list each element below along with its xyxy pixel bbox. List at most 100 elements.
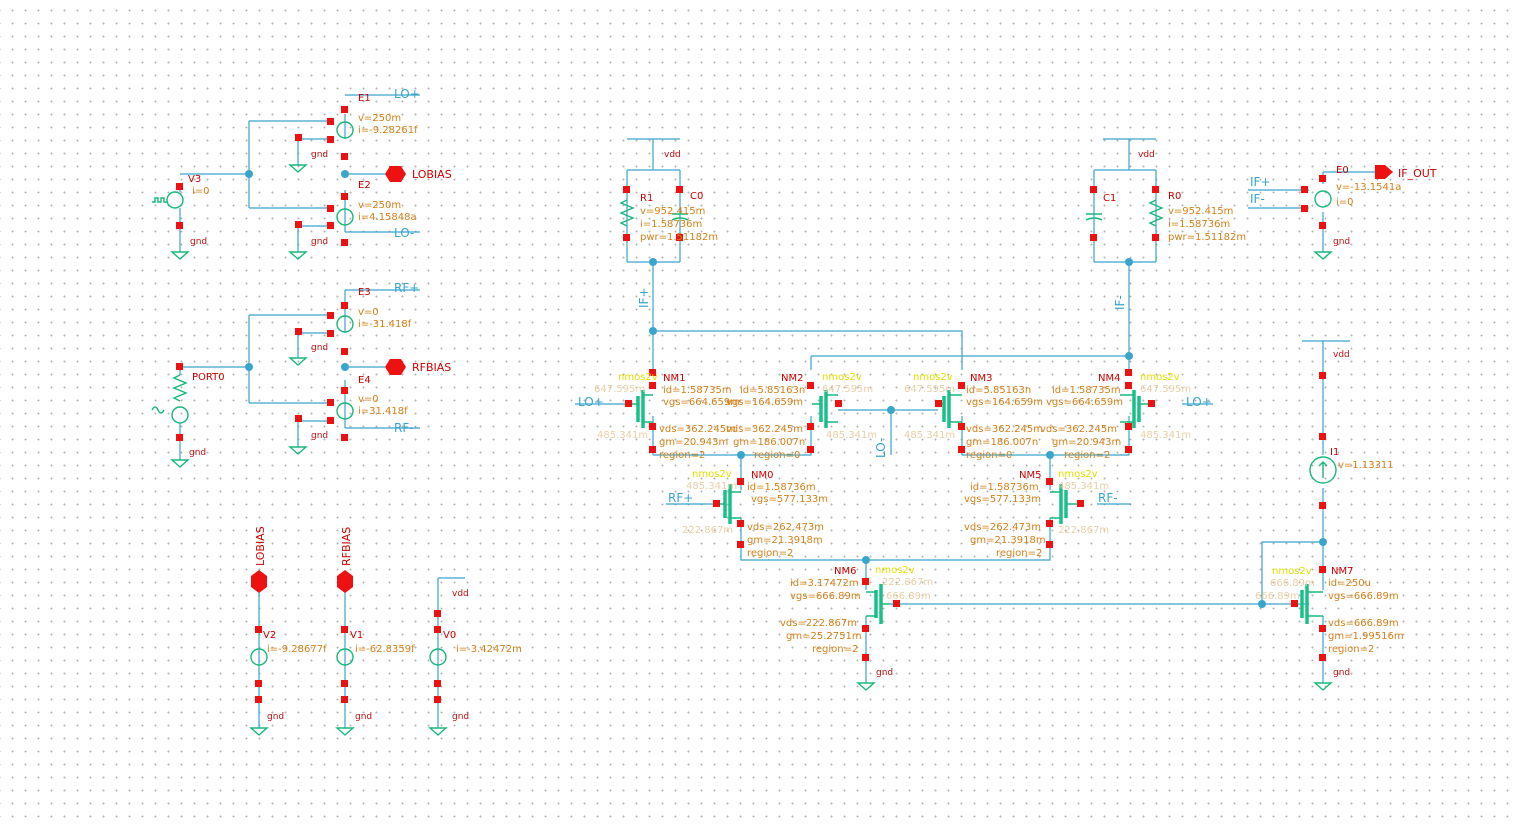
nm4-vgs: vgs=664.659m [1046,397,1123,408]
nm1-vgs: vgs=664.659m [663,397,740,408]
nm4-gate-lo-plus: LO+ [1186,395,1212,409]
nm5-vds: vds=262.473m [964,522,1041,533]
nm3-faded-a: 647.595m [904,384,955,395]
v1-i: i=-62.8359f [355,644,415,655]
rfbias-vlabel: RFBIAS [340,527,353,566]
nm6-id: id=3.17472m [790,578,859,589]
net-if-minus-vlabel: IF- [1113,295,1127,310]
net-if-minus-out: IF- [1250,192,1265,206]
r0-pwr: pwr=1.51182m [1168,232,1246,243]
nm7-vgs: vgs=666.89m [1328,591,1399,602]
nm4-region: region=2 [1064,450,1110,461]
nm3-model: nmos2v [913,372,953,383]
net-rf-minus-label: RF- [394,421,414,435]
nm3-vds: vds=362.245m [966,424,1043,435]
nm1-faded-b: 485.341m [597,430,648,441]
v1-name: V1 [350,630,363,641]
nm2-region: region=0 [754,450,800,461]
nm0-region: region=2 [747,548,793,559]
nm0-model: nmos2v [692,469,732,480]
gnd-label: gnd [1333,237,1350,247]
vdd-label: vdd [1138,150,1155,160]
r1-i: i=1.58736m [640,219,702,230]
nm2-vgs: vgs=164.659m [726,397,803,408]
nm0-vgs: vgs=577.133m [751,494,828,505]
net-lo-minus-vlabel: LO- [874,438,888,458]
nm6-vgs: vgs=666.89m [790,591,861,602]
vdd-label: vdd [664,150,681,160]
e3-i: i=-31.418f [358,319,412,330]
switching-quad: LO+ LO+ LO- nmos2v 647.595m 485.341m NM1… [575,372,1213,490]
gnd-label: gnd [311,150,328,160]
c0-name: C0 [690,191,703,202]
nm5-name: NM5 [1019,470,1041,481]
gnd-label: gnd [355,712,372,722]
nm6-faded-a: 222.867m [882,577,933,588]
e4-i: i=31.418f [358,406,408,417]
nm6-region: region=2 [812,644,858,655]
e3-name: E3 [358,287,371,298]
gnd-label: gnd [311,237,328,247]
nm7-name: NM7 [1331,566,1353,577]
e2-i: i=4.15848a [358,212,417,223]
net-lo-plus-label: LO+ [394,87,420,101]
gnd-label: gnd [189,448,206,458]
nm0-faded-b: 222.867m [682,525,733,536]
nm2-gm: gm=186.007n [733,437,805,448]
gnd-label: gnd [311,343,328,353]
e1-i: i=-9.28261f [358,125,418,136]
i1-v: v=1.13311 [1338,460,1394,471]
nm4-faded-b: 485.341m [1140,430,1191,441]
rfbias-pin-label: RFBIAS [412,361,451,374]
v2-name: V2 [263,630,276,641]
nm7-region: region=2 [1328,644,1374,655]
gnd-label: gnd [267,712,284,722]
net-if-plus-vlabel: IF+ [637,288,651,309]
nm6-model: nmos2v [875,565,915,576]
c1-name: C1 [1103,193,1116,204]
nm5-id: id=1.58736m [970,482,1039,493]
net-rf-plus-label: RF+ [394,281,419,295]
nm1-model: nmos2v [618,372,658,383]
nm4-gm: gm=20.943m [1052,437,1121,448]
nm5-faded-a: 485.341m [1058,481,1109,492]
nm2-vds: vds=362.245m [726,424,803,435]
nm7-vds: vds=666.89m [1328,618,1399,629]
e2-name: E2 [358,180,371,191]
e2-v: v=250m [358,200,401,211]
lobias-pin-label: LOBIAS [412,168,452,181]
nm6-vds: vds=222.867m [780,618,857,629]
nm7-faded-b: 666.89m [1255,591,1300,602]
r0-v: v=952.415m [1168,206,1233,217]
nm2-id: id=5.85163n [740,385,805,396]
nm7-id: id=250u [1328,578,1371,589]
rf-source-group: E3 v=0 i=-31.418f E4 v=0 i=31.418f PORT0… [151,281,451,468]
lobias-vlabel: LOBIAS [254,526,267,566]
e1-name: E1 [358,93,371,104]
nm2-name: NM2 [781,373,803,384]
bias-sources-group: LOBIAS RFBIAS V2 i=-9.28677f V1 i=-62.83… [249,526,522,736]
r1-v: v=952.415m [640,206,705,217]
r1-pwr: pwr=1.51182m [640,232,718,243]
nm3-gm: gm=186.007n [966,437,1038,448]
nm3-name: NM3 [970,373,992,384]
nm4-faded-a: 647.595m [1140,384,1191,395]
load-group: vdd vdd R1 C0 v=952.415m i=1.58736m pwr=… [619,138,1246,376]
nm2-faded-b: 485.341m [826,430,877,441]
nm1-gate-lo-plus: LO+ [578,395,604,409]
nm5-gate-rf-minus: RF- [1098,491,1118,505]
v0-i: i=-3.42472m [456,644,522,655]
output-group: IF+ IF- E0 v=-13.1541a i=0 IF_OUT gnd [1248,165,1437,260]
if-out-pin-label: IF_OUT [1398,167,1437,180]
nm3-region: region=0 [966,450,1012,461]
nm5-model: nmos2v [1058,469,1098,480]
e0-name: E0 [1336,165,1349,176]
nm7-gm: gm=1.99516m [1328,631,1404,642]
e4-v: v=0 [358,394,379,405]
gnd-label: gnd [452,712,469,722]
e1-v: v=250m [358,113,401,124]
nm5-faded-b: 222.867m [1058,525,1109,536]
nm3-id: id=5.85163n [966,385,1031,396]
nm3-faded-b: 485.341m [904,430,955,441]
